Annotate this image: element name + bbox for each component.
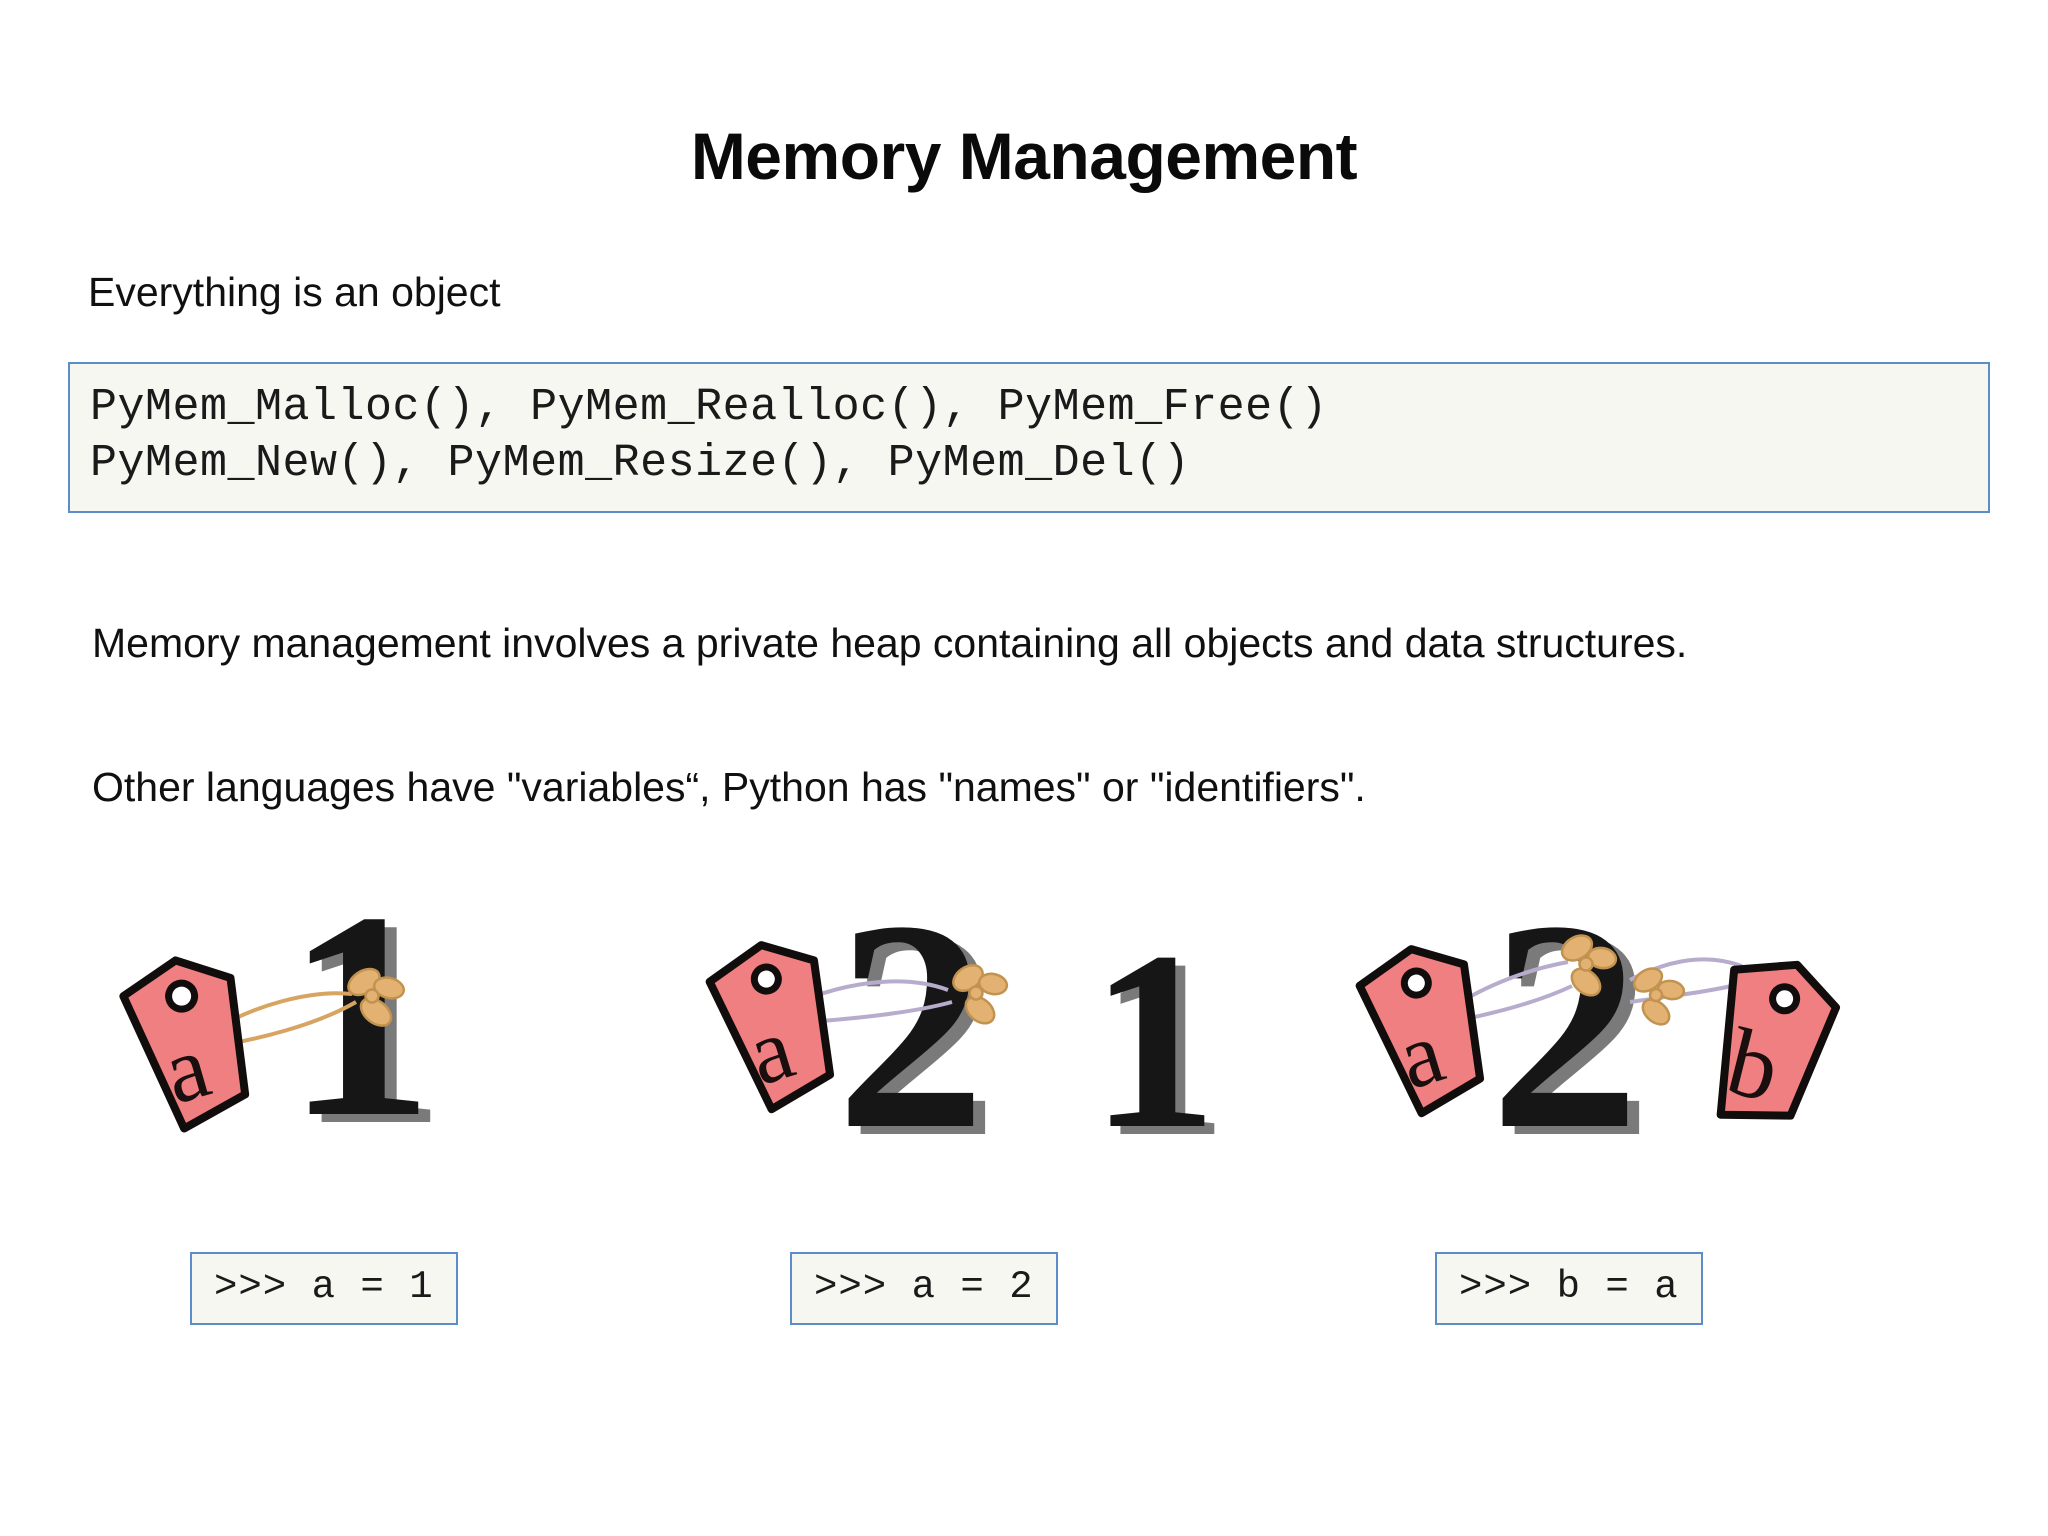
numeral-shadow-icon: 2 bbox=[848, 867, 998, 1192]
svg-text:2: 2 bbox=[836, 862, 986, 1191]
svg-text:1: 1 bbox=[1090, 900, 1218, 1182]
numeral-shadow-icon: 1 bbox=[298, 862, 446, 1186]
numeral-two-icon: 2 bbox=[1490, 862, 1640, 1191]
caption-box-3: >>> b = a bbox=[1435, 1252, 1703, 1325]
svg-text:1: 1 bbox=[298, 862, 446, 1186]
tag-b-icon: b bbox=[1716, 960, 1841, 1122]
tag-illustration-2: 2 2 1 1 bbox=[680, 862, 1280, 1192]
caption-code-1: >>> a = 1 bbox=[214, 1265, 434, 1309]
orphan-numeral-shadow-icon: 1 bbox=[1100, 908, 1228, 1190]
figure-row: 1 1 bbox=[0, 862, 2048, 1462]
lead-statement: Everything is an object bbox=[88, 269, 501, 315]
figure-a-equals-2: 2 2 1 1 bbox=[680, 862, 1280, 1462]
bow-right-icon bbox=[1632, 967, 1686, 1026]
api-code-block: PyMem_Malloc(), PyMem_Realloc(), PyMem_F… bbox=[68, 362, 1990, 513]
numeral-shadow-icon: 2 bbox=[1502, 867, 1652, 1192]
caption-box-2: >>> a = 2 bbox=[790, 1252, 1058, 1325]
numeral-two-icon: 2 bbox=[836, 862, 986, 1191]
svg-text:1: 1 bbox=[1100, 908, 1228, 1190]
caption-code-3: >>> b = a bbox=[1459, 1265, 1679, 1309]
api-code-line-1: PyMem_Malloc(), PyMem_Realloc(), PyMem_F… bbox=[90, 382, 1328, 433]
numeral-one-icon: 1 bbox=[286, 862, 434, 1178]
caption-box-1: >>> a = 1 bbox=[190, 1252, 458, 1325]
paragraph-names: Other languages have "variables“, Python… bbox=[92, 764, 1366, 810]
bow-icon bbox=[347, 967, 406, 1027]
paragraph-heap: Memory management involves a private hea… bbox=[92, 620, 1688, 666]
figure-b-equals-a: 2 2 bbox=[1330, 862, 1930, 1462]
figure-a-equals-1: 1 1 bbox=[80, 862, 680, 1462]
caption-code-2: >>> a = 2 bbox=[814, 1265, 1034, 1309]
tag-a-icon: a bbox=[705, 941, 835, 1114]
orphan-numeral-one-icon: 1 bbox=[1090, 900, 1218, 1182]
svg-text:2: 2 bbox=[1490, 862, 1640, 1191]
api-code-line-2: PyMem_New(), PyMem_Resize(), PyMem_Del() bbox=[90, 438, 1191, 490]
svg-text:1: 1 bbox=[286, 862, 434, 1178]
bow-left-icon bbox=[1560, 934, 1618, 997]
svg-text:2: 2 bbox=[848, 867, 998, 1192]
bow-icon bbox=[952, 963, 1009, 1025]
tag-illustration-3: 2 2 bbox=[1330, 862, 1930, 1192]
svg-text:2: 2 bbox=[1502, 867, 1652, 1192]
tag-a-icon: a bbox=[1355, 945, 1485, 1118]
tag-illustration-1: 1 1 bbox=[80, 862, 680, 1192]
page-title: Memory Management bbox=[690, 119, 1358, 194]
